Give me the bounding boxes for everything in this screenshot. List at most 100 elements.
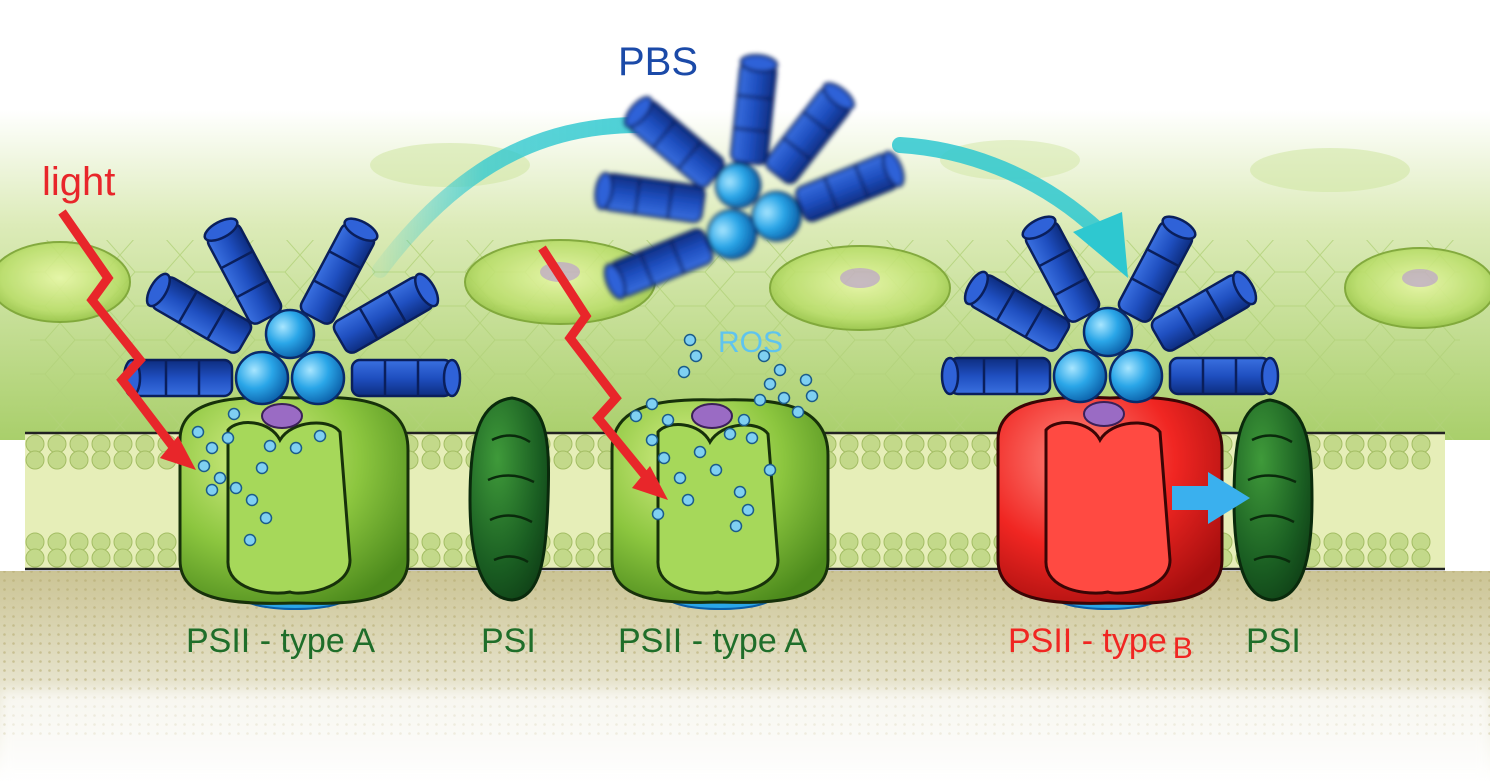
lipid-head: [861, 450, 881, 470]
lipid-head: [69, 434, 89, 454]
lipid-head: [905, 434, 925, 454]
lipid-head: [1367, 434, 1387, 454]
ros-bubble: [709, 463, 723, 477]
lipid-head: [25, 548, 45, 568]
lipid-head: [971, 532, 991, 552]
lipid-head: [883, 450, 903, 470]
lipid-head: [883, 532, 903, 552]
lipid-head: [839, 450, 859, 470]
lipid-head: [971, 548, 991, 568]
lipid-head: [91, 450, 111, 470]
lipid-head: [443, 548, 463, 568]
pbs-antenna-1: [122, 212, 462, 406]
lipid-head: [1411, 450, 1431, 470]
pbs-label: PBS: [618, 40, 699, 84]
lipid-head: [927, 434, 947, 454]
ros-bubble: [255, 461, 269, 475]
lipid-head: [1323, 548, 1343, 568]
ros-bubble: [645, 433, 659, 447]
ros-bubble: [191, 425, 205, 439]
psii-type-a-2-label: PSII - type A: [618, 624, 807, 658]
lipid-head: [553, 548, 573, 568]
lipid-head: [883, 548, 903, 568]
ros-bubble: [197, 459, 211, 473]
lipid-head: [47, 450, 67, 470]
ros-bubble: [805, 389, 819, 403]
lipid-head: [553, 450, 573, 470]
lipid-head: [927, 532, 947, 552]
lipid-head: [1411, 532, 1431, 552]
psii-type-b-label-suffix: B: [1172, 632, 1193, 665]
ros-label: ROS: [718, 326, 784, 359]
lipid-head: [927, 548, 947, 568]
lipid-head: [1345, 532, 1365, 552]
lipid-head: [883, 434, 903, 454]
lipid-head: [113, 532, 133, 552]
ros-bubble: [645, 397, 659, 411]
pbs-detached: [592, 52, 909, 303]
lipid-head: [1389, 450, 1409, 470]
lipid-head: [839, 548, 859, 568]
psii-type-a-1: [178, 395, 410, 610]
ros-bubble: [777, 391, 791, 405]
lipid-head: [1389, 434, 1409, 454]
lipid-head: [949, 532, 969, 552]
lipid-head: [421, 532, 441, 552]
lipid-head: [47, 434, 67, 454]
ros-bubble: [229, 481, 243, 495]
pbs-transfer-arrow: [372, 117, 1128, 278]
psi-1-label: PSI: [481, 622, 536, 660]
lipid-head: [443, 434, 463, 454]
lipid-head: [113, 450, 133, 470]
lipid-head: [575, 532, 595, 552]
lipid-head: [135, 434, 155, 454]
lipid-head: [1345, 548, 1365, 568]
ros-bubble: [733, 485, 747, 499]
lipid-head: [575, 450, 595, 470]
ros-bubble: [213, 471, 227, 485]
psii-type-a-1-label-main: PSII - type: [186, 622, 353, 660]
ros-bubble: [683, 333, 697, 347]
lipid-head: [113, 434, 133, 454]
lipid-head: [905, 450, 925, 470]
lipid-head: [1323, 532, 1343, 552]
lipid-head: [861, 434, 881, 454]
lipid-head: [421, 548, 441, 568]
ros-bubble: [221, 431, 235, 445]
lipid-head: [1411, 548, 1431, 568]
psii-type-a-2-label-suffix: A: [784, 622, 807, 660]
lipid-head: [971, 450, 991, 470]
ros-bubble: [757, 349, 771, 363]
ros-bubble: [681, 493, 695, 507]
lipid-head: [861, 548, 881, 568]
lipid-head: [949, 450, 969, 470]
lipid-head: [1367, 548, 1387, 568]
ros-bubble: [205, 441, 219, 455]
psi-complex-2: [1232, 398, 1314, 602]
lipid-head: [157, 548, 177, 568]
ros-bubble: [657, 451, 671, 465]
psii-type-b: [996, 395, 1224, 610]
ros-bubble: [791, 405, 805, 419]
ros-bubble: [763, 463, 777, 477]
ros-bubble: [729, 519, 743, 533]
ros-bubble: [629, 409, 643, 423]
lipid-head: [135, 450, 155, 470]
lipid-head: [25, 532, 45, 552]
psi-complex-1: [468, 396, 551, 602]
lipid-head: [25, 434, 45, 454]
ros-bubble: [227, 407, 241, 421]
lipid-head: [1367, 532, 1387, 552]
ros-bubble: [651, 507, 665, 521]
lipid-head: [971, 434, 991, 454]
lipid-head: [949, 434, 969, 454]
lipid-head: [905, 548, 925, 568]
ros-bubble: [753, 393, 767, 407]
lipid-head: [135, 548, 155, 568]
ros-bubble: [737, 413, 751, 427]
light-arrow-2: [538, 245, 668, 500]
ros-bubble: [763, 377, 777, 391]
ros-bubble: [741, 503, 755, 517]
ros-bubble: [723, 427, 737, 441]
psii-type-a-2: [610, 398, 830, 610]
